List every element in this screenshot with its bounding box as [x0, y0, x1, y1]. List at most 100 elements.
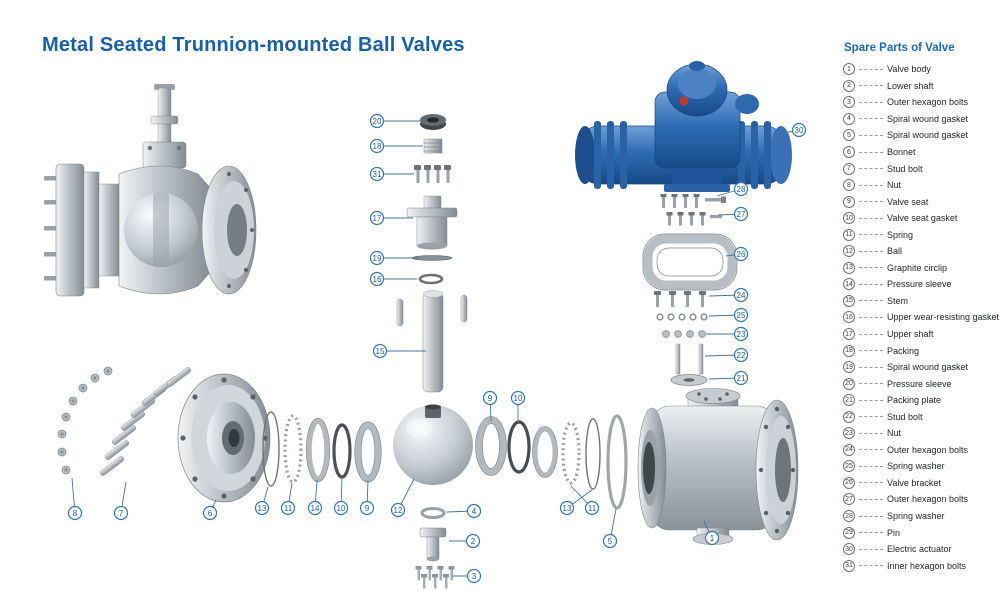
part-row: 23 Nut — [843, 425, 999, 442]
callout-number-2: 2 — [471, 537, 476, 546]
callout-13 — [254, 500, 270, 516]
leader-line — [859, 217, 883, 219]
callout-number-22: 22 — [737, 351, 746, 360]
part-number-badge: 21 — [843, 394, 855, 407]
callout-31 — [369, 166, 385, 182]
leader-line — [859, 498, 883, 500]
part-number-badge: 13 — [843, 261, 855, 274]
part-number-badge: 3 — [843, 96, 855, 109]
part-label: Spiral wound gasket — [887, 113, 969, 124]
leader-line — [859, 565, 883, 567]
callout-number-27: 27 — [737, 210, 746, 219]
callout-number-18: 18 — [373, 142, 382, 151]
assembled-valve-drawing — [44, 84, 257, 297]
part-number-badge: 25 — [843, 460, 855, 473]
part-label: Outer hexagon bolts — [887, 494, 969, 505]
part-number-badge: 15 — [843, 294, 855, 307]
valve-seat-gasket-10-right-drawing — [507, 420, 531, 474]
part-number-badge: 5 — [843, 129, 855, 142]
part-label: Bonnet — [887, 147, 916, 157]
part-label: Pressure sleeve — [887, 378, 952, 389]
callout-10 — [510, 390, 526, 406]
callout-number-6: 6 — [208, 509, 213, 518]
callout-number-21: 21 — [737, 374, 746, 383]
leader-line — [859, 184, 883, 186]
leader-line — [859, 101, 883, 103]
part-number-badge: 14 — [843, 278, 855, 291]
pressure-sleeve-14-drawing — [305, 417, 331, 483]
callout-11 — [584, 500, 600, 516]
valve-seat-9-left-drawing — [354, 421, 382, 483]
part-label: Stud bolt — [887, 163, 923, 174]
leader-line — [859, 250, 883, 252]
part-number-badge: 23 — [843, 427, 855, 440]
upper-shaft-17-drawing — [406, 195, 458, 250]
electric-actuator-30-drawing — [575, 61, 792, 192]
leader-line — [859, 383, 883, 385]
leader-line — [859, 333, 883, 335]
callout-13 — [559, 500, 575, 516]
part-number-badge: 16 — [843, 311, 855, 324]
part-label: Valve seat gasket — [887, 213, 958, 224]
spiral-wound-gasket-4-drawing — [420, 507, 446, 519]
part-label: Spring — [887, 229, 914, 240]
leader-line — [859, 548, 883, 550]
callout-7 — [113, 505, 129, 521]
callout-9 — [482, 390, 498, 406]
valve-body-1-drawing — [637, 388, 799, 545]
callout-number-17: 17 — [373, 214, 382, 223]
part-number-badge: 10 — [843, 212, 855, 225]
callout-30 — [791, 122, 807, 138]
part-label: Nut — [887, 428, 902, 439]
part-row: 10 Valve seat gasket — [843, 210, 999, 227]
nuts-23-drawing — [662, 330, 706, 338]
part-number-badge: 30 — [843, 543, 855, 556]
callout-6 — [202, 505, 218, 521]
callout-number-11: 11 — [588, 504, 597, 513]
leader-line — [859, 399, 883, 401]
leader-line — [859, 449, 883, 451]
leader-line — [859, 350, 883, 352]
part-number-badge: 20 — [843, 377, 855, 390]
part-label: Lower shaft — [887, 80, 934, 91]
inner-hexagon-bolts-31-drawing — [414, 165, 451, 183]
part-label: Pressure sleeve — [887, 279, 952, 290]
callout-14 — [307, 500, 323, 516]
part-label: Valve bracket — [887, 477, 941, 488]
spring-washers-25-drawing — [656, 313, 708, 321]
callout-number-9: 9 — [365, 504, 370, 513]
part-label: Valve body — [887, 64, 931, 75]
part-label: Packing plate — [887, 395, 942, 406]
callout-25 — [733, 307, 749, 323]
callout-number-24: 24 — [737, 291, 746, 300]
callout-26 — [733, 246, 749, 262]
nuts-8-drawing — [57, 366, 113, 475]
spiral-wound-gasket-5-drawing — [606, 414, 628, 510]
callout-number-13: 13 — [258, 504, 267, 513]
valve-bracket-26-drawing — [642, 233, 738, 291]
callout-17 — [369, 210, 385, 226]
callout-11 — [280, 500, 296, 516]
part-number-badge: 6 — [843, 146, 855, 158]
callout-number-12: 12 — [394, 506, 403, 515]
leader-line — [859, 532, 883, 534]
part-label: Upper wear-resisting gasket — [886, 312, 999, 323]
part-number-badge: 22 — [843, 410, 855, 423]
callout-8 — [67, 505, 83, 521]
callout-9 — [359, 500, 375, 516]
